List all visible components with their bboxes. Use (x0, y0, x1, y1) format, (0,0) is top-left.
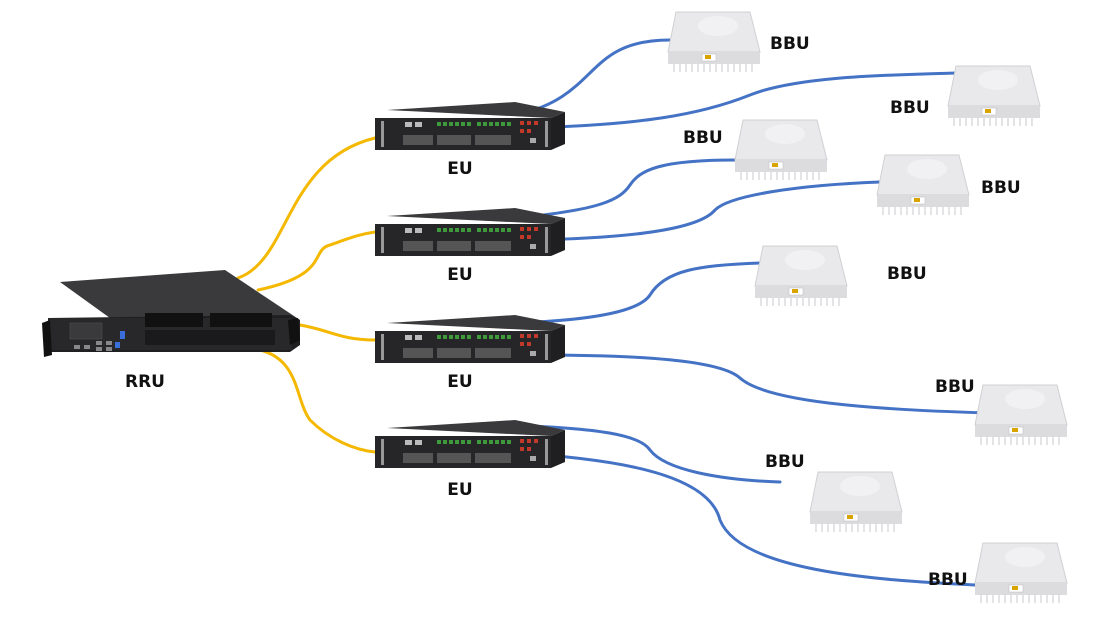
rru-device[interactable]: RRU (42, 270, 300, 392)
cable-eu1-bbu2 (523, 71, 957, 130)
bbu-device-6[interactable]: BBU (935, 377, 1068, 446)
bbu-label-1: BBU (770, 34, 810, 54)
cable-rru-eu3 (298, 323, 377, 342)
eu-label-4: EU (447, 480, 472, 500)
bbu-label-4: BBU (981, 178, 1021, 198)
eu-device-4[interactable]: EU (375, 420, 565, 500)
eu-label-1: EU (447, 159, 472, 179)
bbu-label-6: BBU (935, 377, 975, 397)
bbu-device-8[interactable]: BBU (928, 542, 1068, 604)
eu-label-2: EU (447, 265, 472, 285)
bbu-label-2: BBU (890, 98, 930, 118)
cable-eu2-bbu4 (528, 180, 882, 242)
cable-eu4-bbu7 (503, 423, 782, 484)
bbu-label-5: BBU (887, 264, 927, 284)
cable-eu3-bbu5 (513, 261, 762, 325)
eu-label-3: EU (447, 372, 472, 392)
bbu-device-2[interactable]: BBU (890, 65, 1041, 127)
bbu-label-3: BBU (683, 128, 723, 148)
cable-rru-eu2 (256, 230, 377, 292)
eu-device-2[interactable]: EU (375, 208, 565, 285)
cable-eu4-bbu8 (513, 451, 977, 587)
rru-label: RRU (125, 372, 165, 392)
bbu-device-3[interactable]: BBU (683, 119, 828, 181)
rru-eu-cables (236, 136, 377, 454)
bbu-device-1[interactable]: BBU (667, 11, 810, 73)
bbu-label-8: BBU (928, 570, 968, 590)
cable-eu3-bbu6 (533, 353, 987, 415)
cable-rru-eu1 (236, 136, 377, 280)
cable-rru-eu4 (258, 348, 377, 454)
cable-eu2-bbu3 (513, 158, 737, 220)
eu-bbu-cables (503, 38, 987, 587)
bbu-device-7[interactable]: BBU (765, 452, 903, 533)
eu-device-3[interactable]: EU (375, 315, 565, 392)
cable-eu1-bbu1 (518, 38, 672, 116)
eu-device-1[interactable]: EU (375, 102, 565, 179)
bbu-device-5[interactable]: BBU (754, 245, 927, 307)
bbu-label-7: BBU (765, 452, 805, 472)
bbu-device-4[interactable]: BBU (876, 154, 1021, 216)
